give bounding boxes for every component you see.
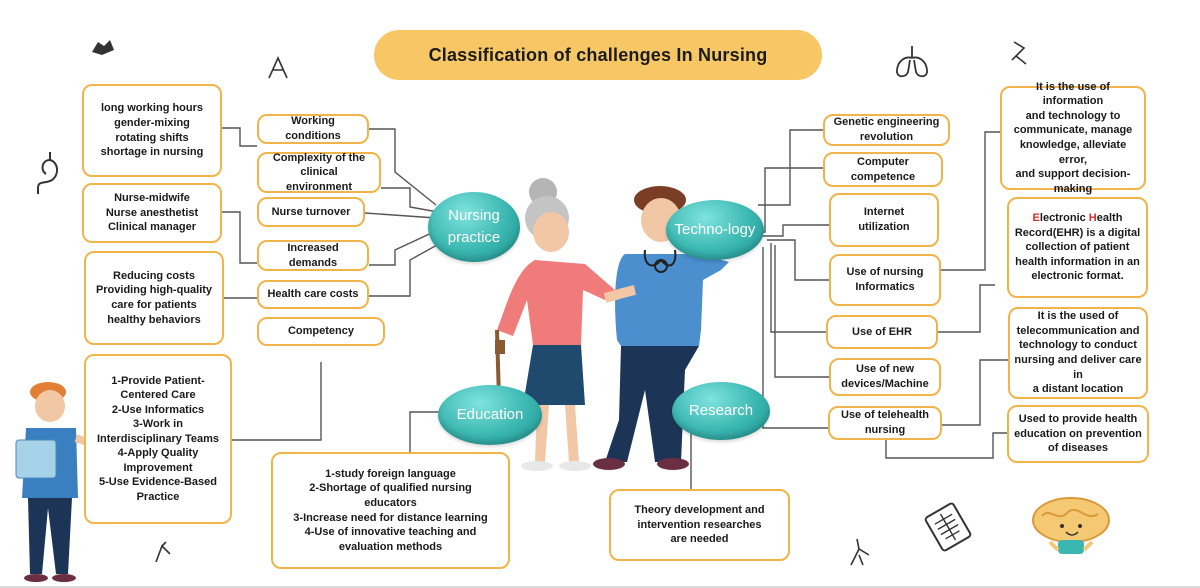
health-care-costs-box: Health care costs — [257, 280, 369, 309]
education-hub: Education — [438, 385, 542, 445]
technology-hub: Techno-logy — [666, 200, 764, 260]
massage-icon — [268, 56, 288, 79]
hand-icon — [92, 40, 114, 55]
working-hours-note: long working hours gender-mixing rotatin… — [82, 84, 222, 177]
informatics-definition-note: It is the use of information and technol… — [1000, 81, 1146, 195]
working-conditions-box: Working conditions — [257, 114, 369, 144]
internet-utilization-box: Internet utilization — [829, 193, 939, 247]
yoga-icon — [850, 538, 870, 566]
reducing-costs-note: Reducing costs Providing high-quality ca… — [84, 251, 224, 345]
prevention-note: Used to provide health education on prev… — [1007, 405, 1149, 463]
ehr-definition-note: Electronic Health Record(EHR) is a digit… — [1007, 197, 1148, 298]
nurse-with-clipboard-illustration — [15, 382, 109, 582]
nursing-informatics-box: Use of nursing Informatics — [829, 254, 941, 306]
research-note: Theory development and intervention rese… — [609, 489, 790, 561]
new-devices-box: Use of new devices/Machine — [829, 358, 941, 396]
nurse-turnover-box: Nurse turnover — [257, 197, 365, 227]
diagram-title: Classification of challenges In Nursing — [374, 30, 822, 80]
complexity-box: Complexity of the clinical environment — [257, 152, 381, 193]
ehr-definition-heading: Electronic Health — [1032, 212, 1123, 225]
ehr-definition-body: Record(EHR) is a digital collection of p… — [1014, 226, 1141, 283]
nurse-and-patient-illustration — [495, 178, 729, 471]
competency-box: Competency — [257, 317, 385, 346]
computer-competence-box: Computer competence — [823, 152, 943, 187]
telehealth-box: Use of telehealth nursing — [828, 406, 942, 440]
education-note: 1-study foreign language 2-Shortage of q… — [271, 452, 510, 569]
lungs-icon — [896, 46, 928, 78]
brain-icon — [1032, 497, 1110, 554]
stretch-icon — [155, 541, 171, 563]
research-hub: Research — [672, 382, 770, 440]
xray-icon — [924, 502, 972, 552]
nursing-competencies-note: 1-Provide Patient- Centered Care 2-Use I… — [84, 354, 232, 524]
nursing-practice-hub: Nursing practice — [428, 192, 520, 262]
increased-demands-box: Increased demands — [257, 240, 369, 271]
genetic-engineering-box: Genetic engineering revolution — [823, 114, 950, 146]
stomach-icon — [37, 152, 58, 194]
telehealth-definition-note: It is the used of telecommunication and … — [1008, 307, 1148, 399]
nurse-roles-note: Nurse-midwife Nurse anesthetist Clinical… — [82, 183, 222, 243]
ehr-box: Use of EHR — [826, 315, 938, 349]
exercise-icon — [1011, 41, 1027, 65]
